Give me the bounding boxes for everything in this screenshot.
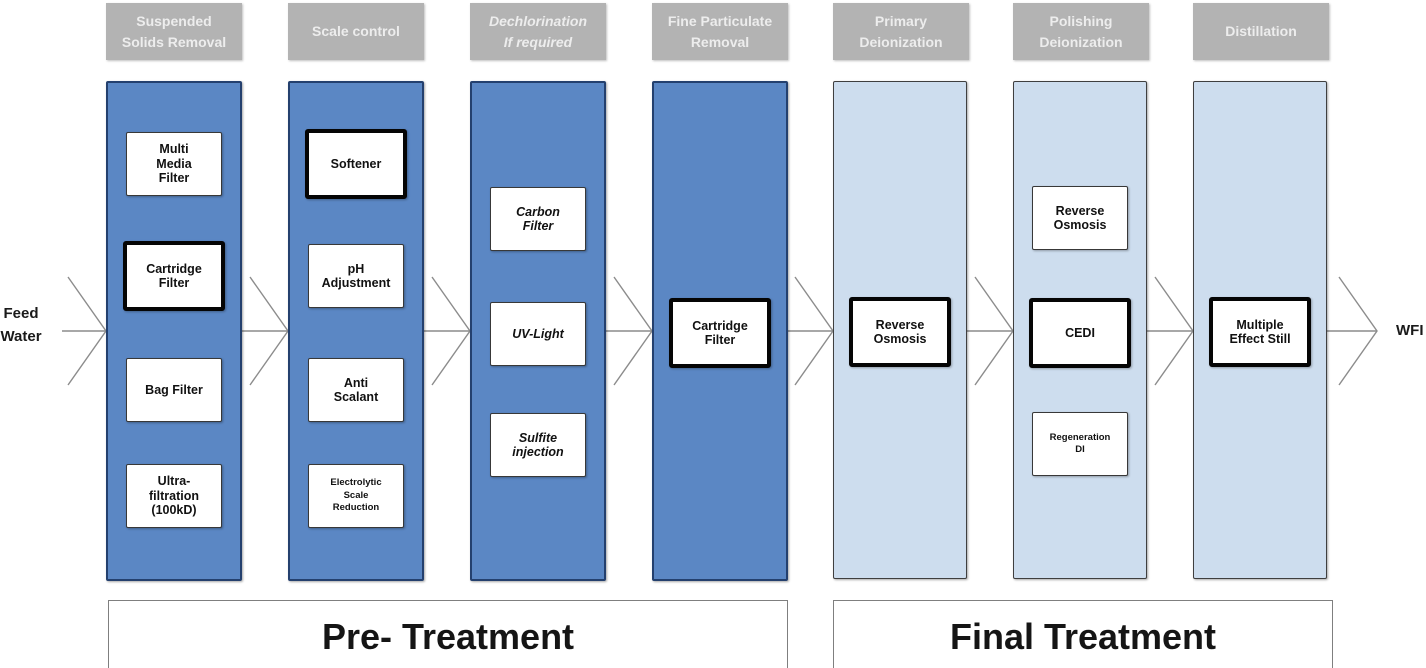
process-box-ultra-filtration-100kd: Ultra- filtration (100kD) (126, 464, 222, 528)
final-treatment-label: Final Treatment (949, 616, 1217, 657)
column-header-primary-deionization: Primary Deionization (833, 3, 969, 60)
process-box-ph-adjustment: pH Adjustment (308, 244, 404, 308)
feed-water-label: Feed Water (0, 305, 42, 345)
process-box-uv-light: UV-Light (490, 302, 586, 366)
process-box-sulfite-injection: Sulfite injection (490, 413, 586, 477)
column-primary-deionization: Reverse Osmosis (833, 81, 967, 579)
final-treatment-group-box: Final Treatment (833, 600, 1333, 668)
pre-treatment-label: Pre- Treatment (321, 616, 575, 657)
column-distillation: Multiple Effect Still (1193, 81, 1327, 579)
column-fine-particulate-removal: Cartridge Filter (652, 81, 788, 581)
column-header-scale-control: Scale control (288, 3, 424, 60)
process-box-multi-media-filter: Multi Media Filter (126, 132, 222, 196)
process-box-multiple-effect-still: Multiple Effect Still (1209, 297, 1311, 367)
process-box-cartridge-filter: Cartridge Filter (669, 298, 771, 368)
process-box-cedi: CEDI (1029, 298, 1131, 368)
column-header-polishing-deionization: Polishing Deionization (1013, 3, 1149, 60)
process-box-carbon-filter: Carbon Filter (490, 187, 586, 251)
pre-treatment-group-box: Pre- Treatment (108, 600, 788, 668)
process-box-reverse-osmosis: Reverse Osmosis (849, 297, 951, 367)
process-box-electrolytic-scale-reduction: Electrolytic Scale Reduction (308, 464, 404, 528)
column-header-suspended-solids-removal: Suspended Solids Removal (106, 3, 242, 60)
process-box-reverse-osmosis: Reverse Osmosis (1032, 186, 1128, 250)
column-header-dechlorination: Dechlorination If required (470, 3, 606, 60)
process-box-anti-scalant: Anti Scalant (308, 358, 404, 422)
column-header-distillation: Distillation (1193, 3, 1329, 60)
process-box-regeneration-di: Regeneration DI (1032, 412, 1128, 476)
process-box-bag-filter: Bag Filter (126, 358, 222, 422)
process-box-softener: Softener (305, 129, 407, 199)
wfi-output-label: WFI (1396, 322, 1424, 339)
arrow-chevron (1338, 276, 1378, 386)
column-header-fine-particulate-removal: Fine Particulate Removal (652, 3, 788, 60)
process-box-cartridge-filter: Cartridge Filter (123, 241, 225, 311)
